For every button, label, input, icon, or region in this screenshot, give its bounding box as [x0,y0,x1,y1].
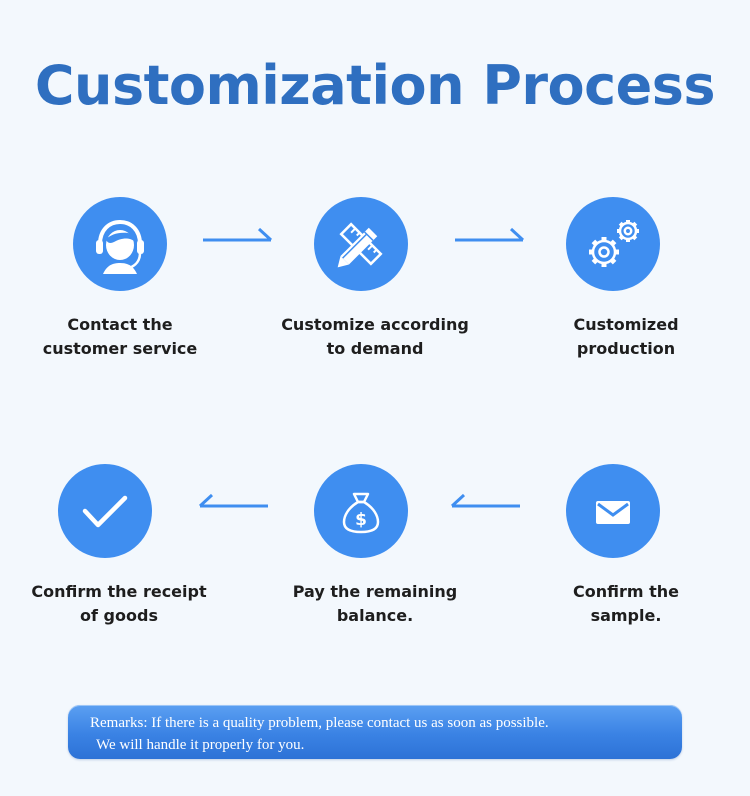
step-label: Pay the remaining balance. [292,582,458,625]
gears-icon [589,220,639,267]
arrow-left-icon [198,492,268,512]
step-label: Confirm the receipt of goods [31,582,207,625]
step-circle [566,197,660,291]
remarks-text: Remarks: If there is a quality problem, … [90,712,670,756]
headset-icon [96,219,144,274]
remarks-banner: Remarks: If there is a quality problem, … [68,705,682,759]
step-circle [314,197,408,291]
svg-text:$: $ [355,510,367,530]
arrow-right-icon [455,226,525,246]
step-label: Confirm the sample. [572,582,679,625]
step-circle [73,197,167,291]
step-circle [566,464,660,558]
step-label: Contact the customer service [42,315,198,358]
step-circle: $ [314,464,408,558]
pencil-ruler-icon [337,222,383,268]
page-title: Customization Process [34,54,716,117]
arrow-right-icon [203,226,273,246]
step-circle [58,464,152,558]
step-label: Customized production [573,315,679,358]
checkmark-icon [82,495,128,528]
arrow-left-icon [450,492,520,512]
step-label: Customize according to demand [281,315,469,358]
remarks-line-2: We will handle it properly for you. [96,737,305,753]
envelope-icon [596,501,630,524]
money-bag-icon: $ [342,492,380,534]
remarks-line-1: Remarks: If there is a quality problem, … [90,715,549,731]
